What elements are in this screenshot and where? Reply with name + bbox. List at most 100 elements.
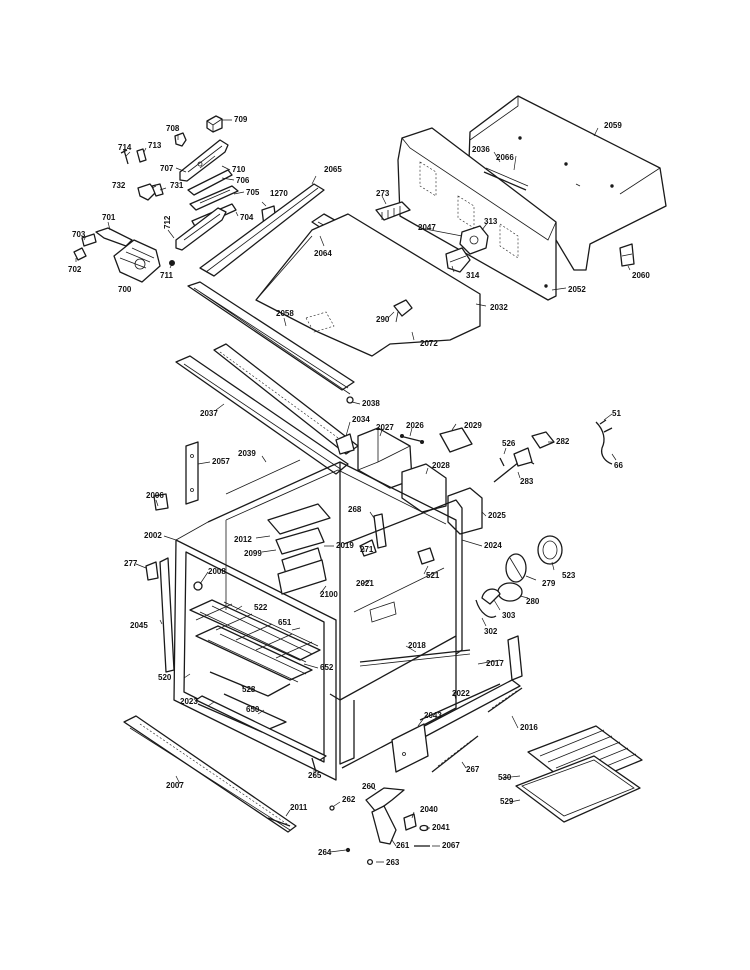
- leader-lines: [75, 119, 631, 863]
- label-701: 701: [102, 213, 116, 222]
- part-650-bottom-element: [197, 693, 287, 733]
- label-2045: 2045: [130, 621, 148, 630]
- label-282: 282: [556, 437, 570, 446]
- label-521: 521: [426, 571, 440, 580]
- label-2027: 2027: [376, 423, 394, 432]
- label-2066: 2066: [496, 153, 514, 162]
- label-651: 651: [278, 618, 292, 627]
- label-51: 51: [612, 409, 621, 418]
- part-279-lamp: [505, 553, 527, 583]
- part-2018-bracket: [359, 649, 471, 667]
- label-2059: 2059: [604, 121, 622, 130]
- label-2026: 2026: [406, 421, 424, 430]
- part-2023-bottom-trim: [195, 695, 327, 761]
- label-529: 529: [500, 797, 514, 806]
- label-650: 650: [246, 705, 260, 714]
- part-707-bracket: [179, 139, 229, 182]
- label-2100: 2100: [320, 590, 338, 599]
- part-2029-bracket: [439, 427, 473, 453]
- label-2041: 2041: [432, 823, 450, 832]
- label-710: 710: [232, 165, 246, 174]
- label-713: 713: [148, 141, 162, 150]
- label-522: 522: [254, 603, 268, 612]
- part-283-sensor: [513, 447, 533, 467]
- part-2026-bracket: [399, 434, 425, 444]
- part-2032-top-panel: [255, 213, 481, 357]
- part-713-clip: [136, 148, 147, 163]
- label-526: 526: [502, 439, 516, 448]
- label-2028: 2028: [432, 461, 450, 470]
- label-2034: 2034: [352, 415, 370, 424]
- label-530: 530: [498, 773, 512, 782]
- label-520: 520: [158, 673, 172, 682]
- label-2052: 2052: [568, 285, 586, 294]
- part-523-lamp-cover: [537, 535, 563, 565]
- part-2043-bracket: [391, 723, 429, 773]
- label-732: 732: [112, 181, 126, 190]
- label-2058: 2058: [276, 309, 294, 318]
- label-314: 314: [466, 271, 480, 280]
- label-2060: 2060: [632, 271, 650, 280]
- part-709-clip: [206, 115, 223, 133]
- part-2017-side-trim: [393, 635, 523, 751]
- label-702: 702: [68, 265, 82, 274]
- part-263-screw: [366, 858, 374, 866]
- part-2039-wire: [225, 459, 301, 495]
- label-2040: 2040: [420, 805, 438, 814]
- label-2006: 2006: [146, 491, 164, 500]
- label-731: 731: [170, 181, 184, 190]
- part-2100-insulation: [277, 559, 327, 595]
- part-529-broil-pan: [515, 755, 641, 823]
- part-712-bracket: [175, 207, 227, 251]
- part-2037-vent-trim: [175, 343, 359, 475]
- label-2029: 2029: [464, 421, 482, 430]
- label-290: 290: [376, 315, 390, 324]
- label-263: 263: [386, 858, 400, 867]
- label-303: 303: [502, 611, 516, 620]
- part-282-switch: [531, 431, 555, 449]
- part-303-lamp-lens: [481, 588, 501, 605]
- part-521-lamp-socket: [417, 547, 435, 565]
- label-2017: 2017: [486, 659, 504, 668]
- part-2034-bracket: [335, 433, 355, 455]
- part-2025-duct: [447, 487, 483, 535]
- label-703: 703: [72, 230, 86, 239]
- label-706: 706: [236, 176, 250, 185]
- label-2022: 2022: [452, 689, 470, 698]
- part-labels: 709 708 714 713 707 710 706 732 731 705 …: [68, 115, 650, 867]
- part-277-hinge-receptacle: [145, 561, 159, 581]
- label-2021: 2021: [356, 579, 374, 588]
- label-2038: 2038: [362, 399, 380, 408]
- part-2006-clip: [153, 493, 169, 511]
- part-2047-switch: [459, 225, 489, 255]
- part-2012-broil-pan-insert: [267, 503, 331, 535]
- part-273-terminal-block: [375, 201, 411, 221]
- label-2019: 2019: [336, 541, 354, 550]
- part-2038-screw: [346, 396, 354, 404]
- label-2043: 2043: [424, 711, 442, 720]
- label-2064: 2064: [314, 249, 332, 258]
- label-700: 700: [118, 285, 132, 294]
- label-283: 283: [520, 477, 534, 486]
- label-1270: 1270: [270, 189, 288, 198]
- label-652: 652: [320, 663, 334, 672]
- part-2011-clip: [267, 817, 291, 827]
- label-2011: 2011: [290, 803, 308, 812]
- label-2018: 2018: [408, 641, 426, 650]
- part-268-element: [373, 513, 387, 549]
- part-652-rack: [195, 625, 313, 683]
- label-277: 277: [124, 559, 138, 568]
- part-262-screw: [329, 805, 335, 811]
- part-702-clip: [73, 247, 87, 261]
- part-2058-rail: [187, 281, 355, 395]
- label-271: 271: [360, 545, 374, 554]
- part-2007-kick-panel: [123, 715, 297, 833]
- part-280-lamp-bulb: [497, 582, 523, 602]
- label-262: 262: [342, 795, 356, 804]
- label-707: 707: [160, 164, 174, 173]
- part-700-lock-motor: [113, 239, 161, 283]
- label-2039: 2039: [238, 449, 256, 458]
- label-279: 279: [542, 579, 556, 588]
- part-2040-bracket: [403, 813, 417, 831]
